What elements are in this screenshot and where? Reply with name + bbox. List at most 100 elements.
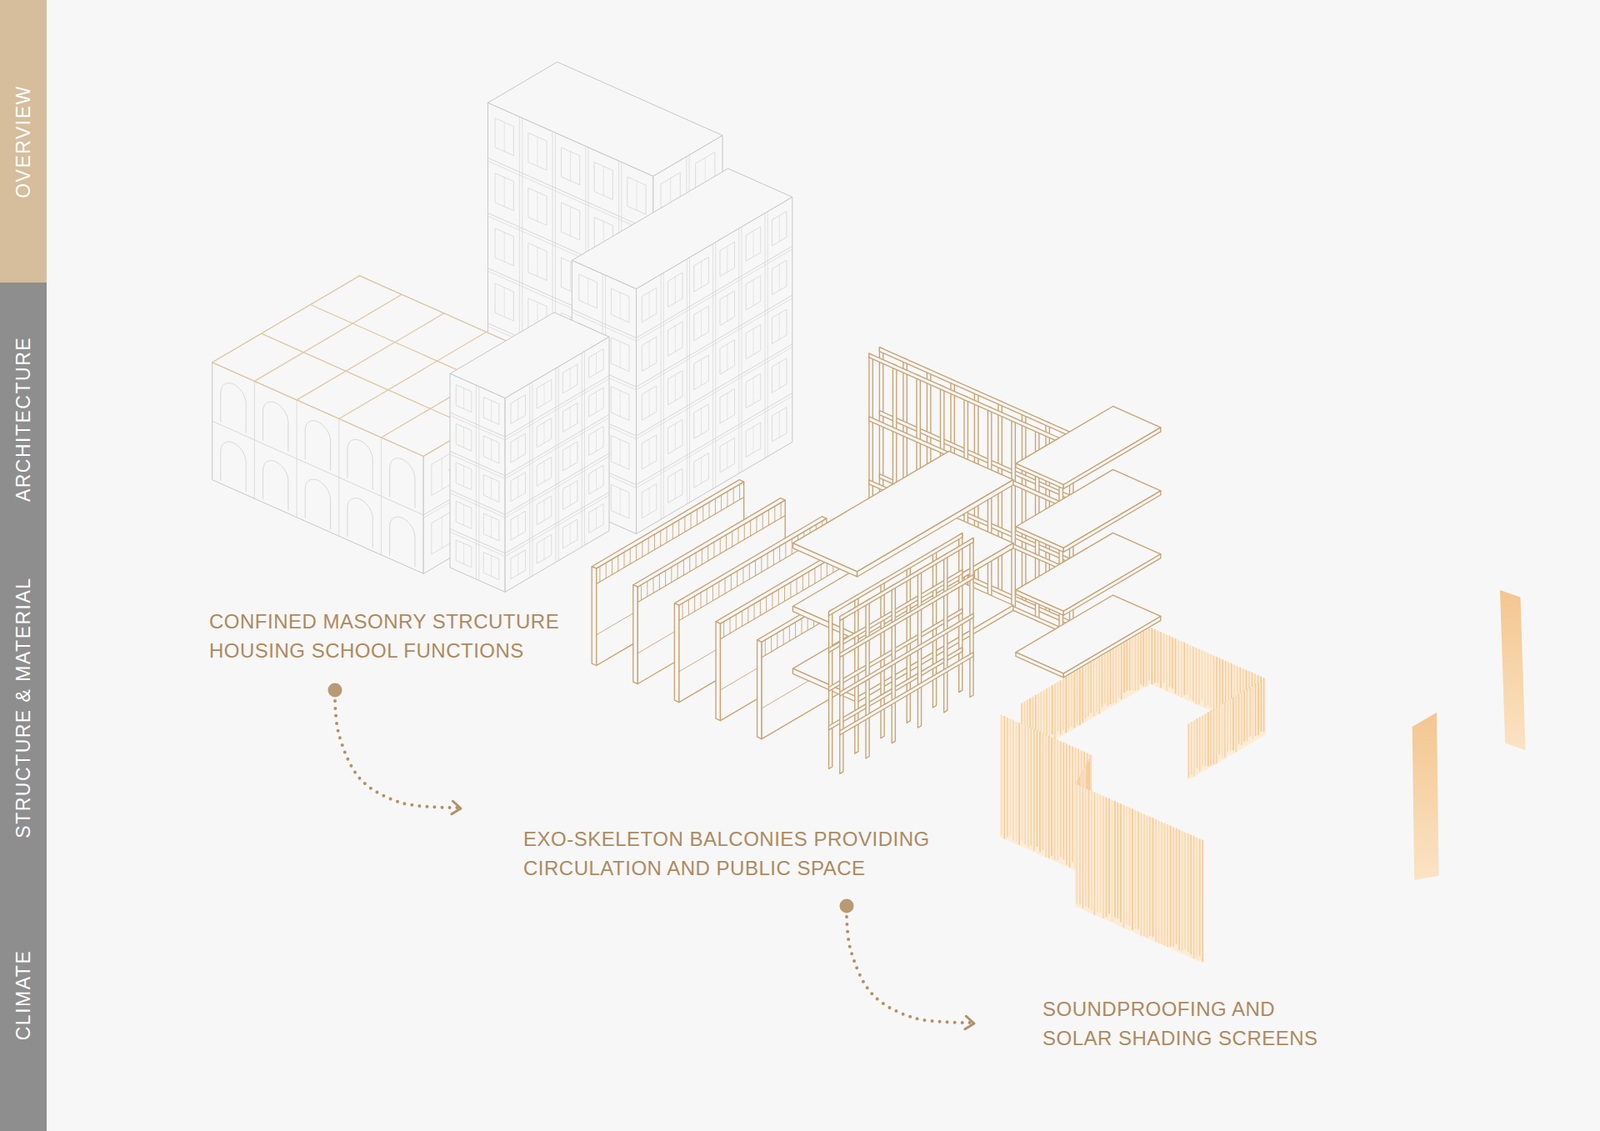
screen-slat: [1131, 638, 1134, 690]
window: [694, 305, 710, 340]
baluster: [709, 502, 710, 518]
window: [483, 435, 500, 464]
screen-slat: [1045, 688, 1048, 740]
baluster: [648, 537, 650, 553]
screen-slat: [1240, 692, 1243, 745]
screen-slat: [1069, 745, 1071, 867]
screen-panel: [1187, 678, 1266, 780]
window: [495, 283, 514, 321]
mullion: [490, 439, 492, 460]
mullion: [753, 377, 755, 404]
baluster: [780, 502, 782, 518]
pilaster-line: [660, 274, 662, 520]
screen-slat: [1018, 723, 1020, 845]
baluster: [760, 600, 761, 615]
mullion: [441, 458, 443, 490]
screen-slat: [1155, 819, 1157, 941]
baluster: [695, 552, 697, 568]
mullion: [779, 411, 780, 438]
mullion: [490, 555, 492, 577]
baluster: [742, 567, 744, 583]
window: [455, 385, 472, 413]
mullion: [536, 136, 538, 166]
screen-slat: [1184, 832, 1186, 949]
screen-slat: [1076, 670, 1079, 725]
pilaster-line: [380, 437, 382, 555]
balcony-plate-front: [1015, 463, 1064, 489]
mullion: [779, 215, 780, 242]
screen-slat: [1145, 630, 1148, 686]
screen-slat: [1123, 805, 1125, 928]
screen-slat: [1172, 827, 1175, 947]
baluster: [641, 541, 643, 557]
screen-slat: [1100, 795, 1102, 913]
screen-slat: [1188, 724, 1190, 777]
callout-dot: [840, 899, 855, 914]
baluster: [635, 545, 637, 560]
floor-line: [505, 417, 610, 479]
arch-opening: [305, 479, 330, 530]
floor-line: [450, 454, 505, 479]
mullion: [570, 523, 571, 545]
window: [483, 513, 500, 541]
balcony-fin-front: [633, 585, 639, 685]
window: [483, 396, 500, 425]
mullion: [463, 465, 465, 487]
window: [562, 480, 578, 510]
screen-slat: [1108, 798, 1110, 914]
screen-slat: [1079, 785, 1081, 905]
window: [589, 426, 605, 456]
pilaster-line: [765, 213, 766, 459]
baluster: [701, 549, 703, 565]
baluster: [726, 491, 728, 507]
window: [589, 504, 605, 534]
floor-line: [450, 415, 505, 440]
screen-slat: [1252, 685, 1255, 739]
frame-beam: [869, 353, 1064, 444]
screen-slat: [1049, 686, 1051, 742]
screen-slat: [1065, 744, 1068, 865]
window: [510, 510, 526, 540]
screen-slat: [1070, 674, 1073, 726]
screen-slat: [1024, 725, 1026, 845]
baluster: [754, 603, 755, 619]
callout-text: EXO-SKELETON BALCONIES PROVIDING CIRCULA…: [523, 824, 990, 883]
screen-slat: [1117, 802, 1120, 919]
screen-slat: [1243, 690, 1245, 741]
window: [455, 540, 472, 568]
screen-slat: [1142, 631, 1145, 686]
mullion: [675, 276, 676, 303]
window: [694, 453, 710, 488]
mullion: [544, 500, 545, 521]
window: [589, 387, 605, 417]
window: [594, 162, 613, 200]
screen-slat: [1263, 679, 1265, 731]
baluster: [800, 618, 802, 634]
mullion: [649, 390, 650, 416]
baluster: [653, 577, 655, 593]
callout-text: CONFINED MASONRY STRCUTURE HOUSING SCHOO…: [209, 606, 610, 665]
pilaster-line: [689, 257, 690, 503]
pilaster-line: [712, 244, 714, 490]
window: [720, 340, 735, 375]
window: [745, 373, 761, 408]
screen-slat: [1129, 640, 1131, 690]
baluster: [783, 629, 785, 645]
baluster: [789, 625, 790, 641]
window: [641, 287, 657, 322]
screen-slat: [1140, 813, 1143, 936]
pilaster-line: [475, 385, 477, 580]
window: [694, 355, 710, 390]
screen-slat: [1115, 648, 1117, 703]
callout-arrow: [840, 899, 975, 1030]
arch-opening: [347, 498, 373, 549]
slab-c-front: [450, 373, 505, 592]
mullion: [753, 280, 755, 306]
shading-screens: [1000, 590, 1526, 964]
window: [771, 309, 787, 344]
screen-slat: [1195, 837, 1198, 957]
sidebar-tab: ARCHITECTURE: [0, 282, 47, 556]
screen-slat: [1170, 825, 1172, 946]
window: [536, 418, 552, 448]
